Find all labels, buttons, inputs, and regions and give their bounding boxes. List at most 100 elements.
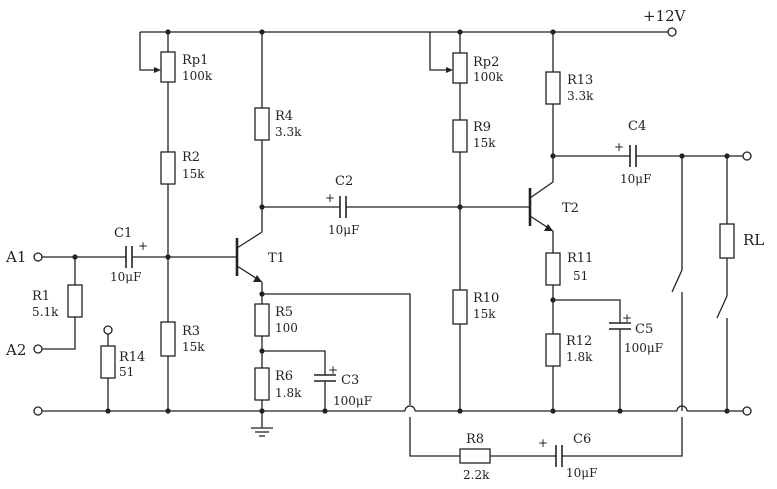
- r11-name: R11: [567, 251, 593, 266]
- junction-dot: [259, 408, 265, 414]
- r1-value: 5.1k: [32, 305, 59, 319]
- junction-dot: [322, 408, 328, 414]
- t1-label: T1: [268, 251, 285, 266]
- supply-rail: +12V: [140, 7, 687, 37]
- c4-value: 10μF: [620, 172, 651, 186]
- c6-name: C6: [573, 432, 591, 447]
- supply-label: +12V: [643, 7, 687, 25]
- c4-name: C4: [628, 119, 646, 134]
- c1-value: 10μF: [110, 270, 141, 284]
- feedback-network: R8 2.2k C6 + 10μF: [409, 417, 683, 482]
- supply-terminal[interactable]: [667, 27, 677, 37]
- rp1-name: Rp1: [182, 53, 208, 68]
- a2-terminal[interactable]: [33, 344, 43, 354]
- junction-dot: [457, 204, 463, 210]
- r9-name: R9: [473, 120, 491, 135]
- r8-value: 2.2k: [463, 468, 490, 482]
- output-section: C4 + 10μF RL: [553, 119, 764, 411]
- r5-value: 100: [275, 321, 298, 335]
- ground-terminal-right[interactable]: [742, 406, 752, 416]
- ground-icon: [251, 427, 273, 437]
- r3-name: R3: [182, 324, 200, 339]
- r4-name: R4: [275, 109, 293, 124]
- r10-resistor: [452, 289, 468, 325]
- a2-label: A2: [5, 341, 26, 359]
- r3-resistor: [160, 321, 176, 357]
- junction-dot: [550, 153, 556, 159]
- r11-value: 51: [573, 269, 588, 283]
- rp1-wiper-arrow-icon: [154, 67, 161, 73]
- r6-resistor: [254, 367, 270, 401]
- r3-value: 15k: [182, 340, 205, 354]
- r12-name: R12: [566, 334, 592, 349]
- c3-value: 100μF: [333, 394, 372, 408]
- c2-plus: +: [325, 191, 335, 205]
- ground-terminal-left[interactable]: [33, 406, 43, 416]
- junction-dot: [259, 348, 265, 354]
- a1-terminal[interactable]: [33, 252, 43, 262]
- transistor-t2: T2: [528, 181, 579, 232]
- r9-resistor: [452, 119, 468, 153]
- stage2-collector-emitter: R13 3.3k R11 51 R12 1.8k + C5 100μF: [545, 32, 663, 411]
- junction-dot: [550, 297, 556, 303]
- c6-value: 10μF: [566, 466, 597, 480]
- r13-value: 3.3k: [567, 89, 594, 103]
- r12-resistor: [545, 333, 561, 367]
- switch-left-blade[interactable]: [671, 269, 683, 293]
- stage1-bias-divider: Rp1 100k R2 15k R3 15k: [139, 32, 213, 411]
- junction-dot: [105, 408, 111, 414]
- t1-emitter-arrow-icon: [253, 275, 262, 282]
- c3-plus: +: [328, 363, 338, 377]
- c5-plus: +: [622, 311, 632, 325]
- r14-value: 51: [119, 365, 134, 379]
- r6-name: R6: [275, 369, 293, 384]
- r6-value: 1.8k: [275, 386, 302, 400]
- r4-value: 3.3k: [275, 125, 302, 139]
- r11-resistor: [545, 252, 561, 286]
- c2-value: 10μF: [328, 223, 359, 237]
- ground-rail: [33, 405, 752, 416]
- c5-name: C5: [635, 322, 653, 337]
- rp1-potentiometer: [160, 51, 176, 83]
- rp1-value: 100k: [182, 69, 213, 83]
- r2-value: 15k: [182, 167, 205, 181]
- r4-resistor: [254, 107, 270, 141]
- junction-dots: [72, 29, 730, 414]
- junction-dot: [679, 153, 685, 159]
- r9-value: 15k: [473, 136, 496, 150]
- c6-plus: +: [538, 436, 548, 450]
- r13-name: R13: [567, 73, 593, 88]
- rp2-wiper-arrow-icon: [446, 67, 453, 73]
- t2-emitter-arrow-icon: [544, 224, 553, 231]
- junction-dot: [259, 29, 265, 35]
- junction-dot: [724, 408, 730, 414]
- output-terminal[interactable]: [742, 151, 752, 161]
- c1-plus: +: [138, 239, 148, 253]
- junction-dot: [165, 254, 171, 260]
- c4-plus: +: [614, 140, 624, 154]
- junction-dot: [259, 204, 265, 210]
- interstage-coupling: C2 + 10μF: [262, 174, 530, 237]
- junction-dot: [550, 29, 556, 35]
- junction-dot: [617, 408, 623, 414]
- rp2-name: Rp2: [473, 55, 499, 70]
- r14-resistor: [100, 345, 116, 379]
- r2-resistor: [160, 151, 176, 185]
- junction-dot: [259, 291, 265, 297]
- junction-dot: [457, 408, 463, 414]
- junction-dot: [165, 408, 171, 414]
- rl-resistor: [719, 223, 735, 259]
- c2-name: C2: [335, 174, 353, 189]
- c5-value: 100μF: [624, 341, 663, 355]
- junction-dot: [550, 408, 556, 414]
- r10-name: R10: [473, 291, 499, 306]
- r1-name: R1: [32, 289, 50, 304]
- r5-name: R5: [275, 305, 293, 320]
- r5-resistor: [254, 303, 270, 337]
- r10-value: 15k: [473, 307, 496, 321]
- r8-name: R8: [466, 432, 484, 447]
- stage2-bias-divider: Rp2 100k R9 15k R10 15k: [429, 32, 504, 411]
- switch-right-blade[interactable]: [716, 295, 728, 319]
- c3-name: C3: [341, 373, 359, 388]
- r14-terminal[interactable]: [103, 325, 113, 335]
